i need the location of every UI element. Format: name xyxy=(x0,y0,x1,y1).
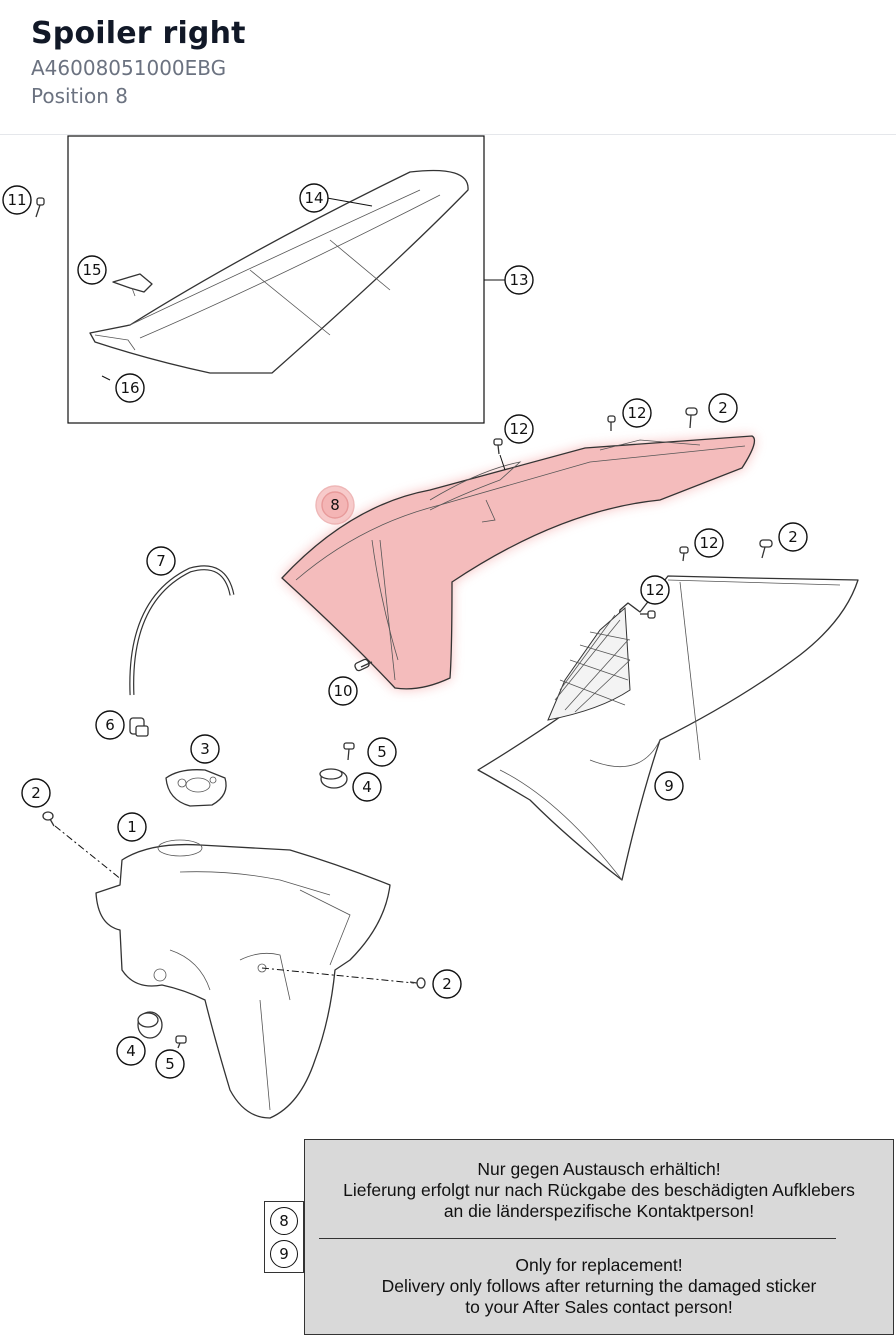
note-text: Nur gegen Austausch erhältich! xyxy=(477,1159,721,1179)
seat-part[interactable] xyxy=(89,169,469,374)
note-divider xyxy=(319,1238,836,1239)
screw-part[interactable] xyxy=(175,1035,187,1049)
svg-text:2: 2 xyxy=(718,399,728,417)
svg-text:2: 2 xyxy=(442,975,452,993)
svg-text:14: 14 xyxy=(304,189,323,207)
callout-5[interactable]: 5 xyxy=(155,1049,185,1079)
screw-part[interactable] xyxy=(42,811,55,827)
svg-text:7: 7 xyxy=(156,552,166,570)
svg-text:8: 8 xyxy=(330,496,340,514)
callout-5[interactable]: 5 xyxy=(367,737,397,767)
part-header: Spoiler right A46008051000EBG Position 8 xyxy=(0,0,896,135)
callout-14[interactable]: 14 xyxy=(299,183,329,213)
callout-2[interactable]: 2 xyxy=(708,393,738,423)
screw-part[interactable] xyxy=(409,977,426,989)
svg-text:12: 12 xyxy=(627,404,646,422)
callout-6[interactable]: 6 xyxy=(95,710,125,740)
callout-2[interactable]: 2 xyxy=(21,778,51,808)
svg-text:16: 16 xyxy=(120,379,139,397)
callout-2[interactable]: 2 xyxy=(778,522,808,552)
valve-part[interactable] xyxy=(129,717,149,737)
fuel-tank-part[interactable] xyxy=(95,839,391,1119)
note-reference-tags: 8 9 xyxy=(264,1201,304,1273)
spoiler-left-part[interactable] xyxy=(477,575,859,881)
svg-text:10: 10 xyxy=(333,682,352,700)
screw-part[interactable] xyxy=(354,658,373,672)
note-text: Only for replacement! xyxy=(515,1255,683,1275)
svg-text:15: 15 xyxy=(82,261,101,279)
callout-13[interactable]: 13 xyxy=(504,265,534,295)
svg-text:12: 12 xyxy=(645,581,664,599)
callout-10[interactable]: 10 xyxy=(328,676,358,706)
note-text: Delivery only follows after returning th… xyxy=(381,1276,817,1296)
note-text: Lieferung erfolgt nur nach Rückgabe des … xyxy=(343,1180,855,1200)
callout-12[interactable]: 12 xyxy=(622,398,652,428)
callout-9[interactable]: 9 xyxy=(654,771,684,801)
spoiler-right-part[interactable] xyxy=(281,435,756,690)
note-english: Only for replacement! Delivery only foll… xyxy=(305,1255,893,1318)
callout-12[interactable]: 12 xyxy=(640,575,670,605)
replacement-note: Nur gegen Austausch erhältich! Lieferung… xyxy=(304,1139,894,1335)
callout-4[interactable]: 4 xyxy=(116,1036,146,1066)
svg-text:5: 5 xyxy=(165,1055,175,1073)
svg-text:12: 12 xyxy=(699,534,718,552)
screw-part[interactable] xyxy=(685,407,698,429)
note-tag-8: 8 xyxy=(270,1207,298,1235)
screw-part[interactable] xyxy=(679,546,689,562)
callout-16[interactable]: 16 xyxy=(115,373,145,403)
note-text: an die länderspezifische Kontaktperson! xyxy=(443,1201,755,1221)
part-number: A46008051000EBG xyxy=(31,56,227,80)
callout-8-selected[interactable]: 8 xyxy=(315,485,355,525)
svg-text:6: 6 xyxy=(105,716,115,734)
note-tag-9: 9 xyxy=(270,1240,298,1268)
svg-text:4: 4 xyxy=(362,778,372,796)
callout-15[interactable]: 15 xyxy=(77,255,107,285)
svg-text:2: 2 xyxy=(788,528,798,546)
note-german: Nur gegen Austausch erhältich! Lieferung… xyxy=(305,1159,893,1222)
callout-1[interactable]: 1 xyxy=(117,812,147,842)
svg-text:12: 12 xyxy=(509,420,528,438)
callout-3[interactable]: 3 xyxy=(190,734,220,764)
screw-part[interactable] xyxy=(607,415,616,431)
screw-part[interactable] xyxy=(640,610,656,619)
note-text: to your After Sales contact person! xyxy=(465,1297,733,1317)
callout-2[interactable]: 2 xyxy=(432,969,462,999)
callout-11[interactable]: 11 xyxy=(2,185,32,215)
svg-text:11: 11 xyxy=(7,191,26,209)
svg-text:2: 2 xyxy=(31,784,41,802)
callout-12[interactable]: 12 xyxy=(694,528,724,558)
svg-text:3: 3 xyxy=(200,740,210,758)
svg-text:5: 5 xyxy=(377,743,387,761)
callout-4[interactable]: 4 xyxy=(352,772,382,802)
screw-part[interactable] xyxy=(35,197,45,218)
callout-12[interactable]: 12 xyxy=(504,414,534,444)
screw-part[interactable] xyxy=(343,742,355,761)
rubber-bushing-part[interactable] xyxy=(319,768,348,789)
svg-text:1: 1 xyxy=(127,818,137,836)
rubber-bushing-part[interactable] xyxy=(137,1011,163,1039)
screw-part[interactable] xyxy=(493,438,503,455)
part-position: Position 8 xyxy=(31,84,128,108)
screw-part[interactable] xyxy=(759,539,773,559)
page-title: Spoiler right xyxy=(31,16,246,51)
filler-cap-part[interactable] xyxy=(165,769,227,807)
svg-text:9: 9 xyxy=(664,777,674,795)
svg-text:13: 13 xyxy=(509,271,528,289)
svg-text:4: 4 xyxy=(126,1042,136,1060)
seat-bracket-part[interactable] xyxy=(112,273,153,297)
callout-7[interactable]: 7 xyxy=(146,546,176,576)
hose-part[interactable] xyxy=(129,565,235,696)
